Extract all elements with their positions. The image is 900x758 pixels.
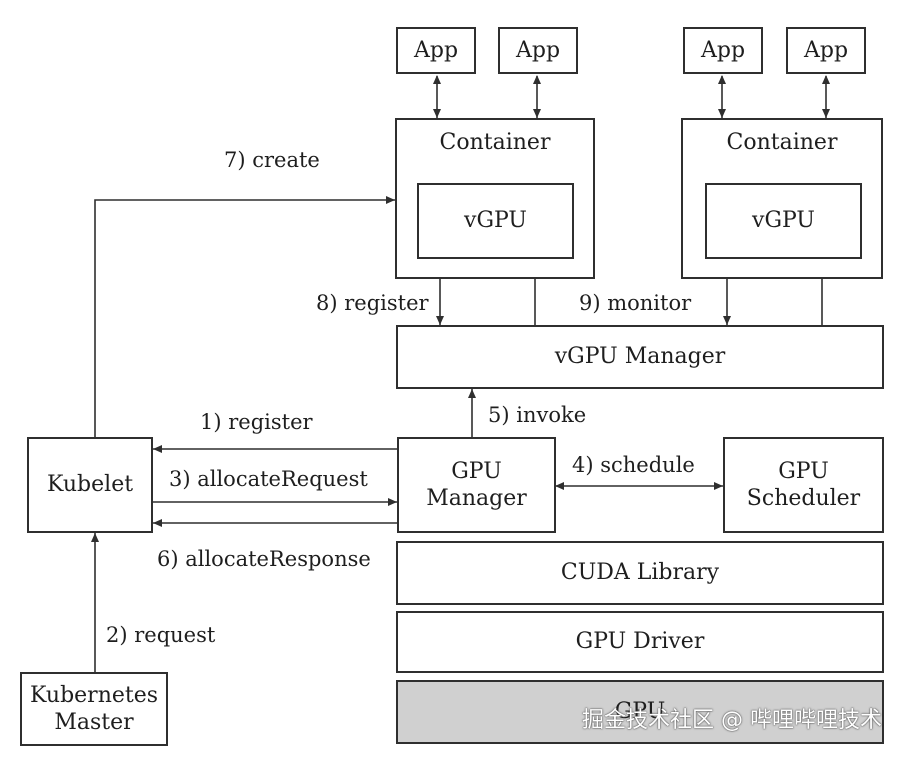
register-label: 1) register <box>200 410 313 434</box>
vgpu-manager-box: vGPU Manager <box>396 325 884 389</box>
cuda-library-box: CUDA Library <box>396 541 884 605</box>
create-arrow <box>94 196 395 437</box>
allocate-response-label: 6) allocateResponse <box>157 547 371 571</box>
vgpu-box-1: vGPU <box>417 183 574 259</box>
kubernetes-master-box: Kubernetes Master <box>20 672 168 746</box>
invoke-label: 5) invoke <box>488 403 587 427</box>
kubelet-box: Kubelet <box>27 437 153 533</box>
watermark-text: 掘金技术社区 @ 哔哩哔哩技术 <box>582 708 882 733</box>
container-label-1: Container <box>439 130 551 155</box>
gpu-box: GPU <box>396 680 884 744</box>
register-vgpu-label: 8) register <box>316 291 429 315</box>
gpu-driver-box: GPU Driver <box>396 611 884 673</box>
create-label: 7) create <box>224 148 320 172</box>
gpu-manager-box: GPU Manager <box>397 437 556 533</box>
app-box-1: App <box>396 27 476 74</box>
vgpu-box-2: vGPU <box>705 183 862 259</box>
allocate-request-label: 3) allocateRequest <box>169 467 368 491</box>
app-box-2: App <box>498 27 578 74</box>
container-box-2: Container vGPU <box>681 118 883 279</box>
container-label-2: Container <box>726 130 838 155</box>
schedule-label: 4) schedule <box>572 453 695 477</box>
gpu-scheduler-box: GPU Scheduler <box>723 437 884 533</box>
monitor-label: 9) monitor <box>579 291 692 315</box>
app-box-4: App <box>786 27 866 74</box>
app-box-3: App <box>683 27 763 74</box>
request-label: 2) request <box>106 623 216 647</box>
container-box-1: Container vGPU <box>395 118 595 279</box>
